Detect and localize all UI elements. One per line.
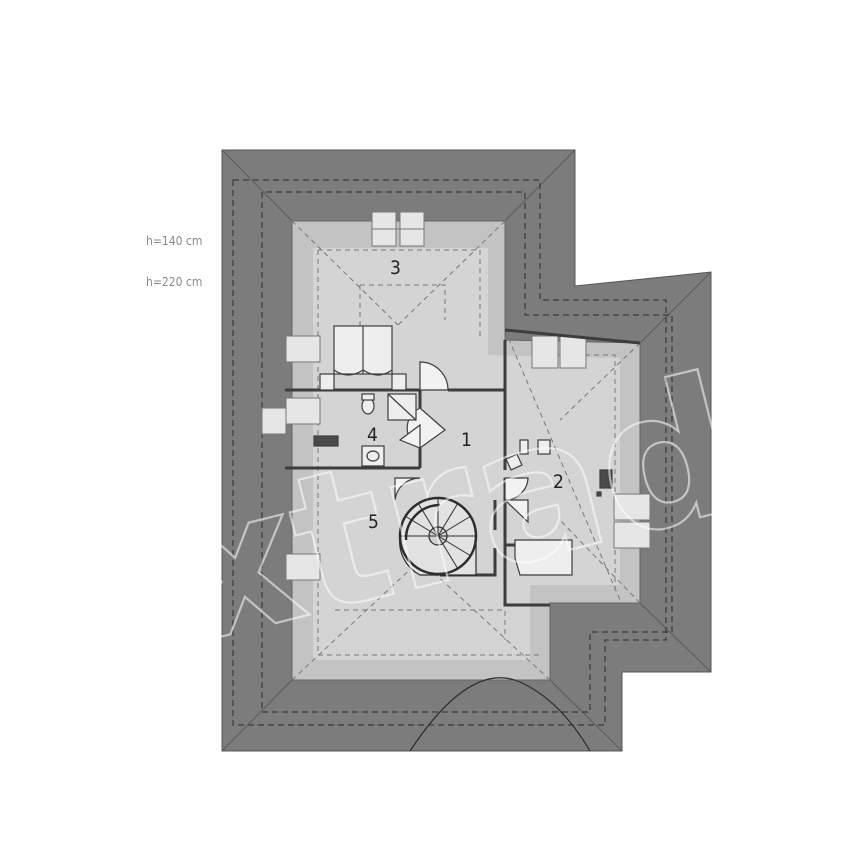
room-number-5: 5	[368, 511, 379, 533]
room-number-1: 1	[461, 429, 472, 451]
double-bed	[319, 325, 407, 391]
height-label-220: h=220 cm	[146, 275, 202, 289]
room-number-2: 2	[553, 471, 564, 493]
doors	[394, 361, 529, 524]
roof-windows	[261, 211, 651, 581]
terrain-curve	[409, 677, 591, 752]
spiral-staircase	[398, 496, 478, 576]
room2-furniture	[505, 439, 613, 576]
height-label-140: h=140 cm	[146, 234, 202, 248]
bathroom-fixtures	[313, 393, 417, 467]
room-number-3: 3	[390, 257, 401, 279]
room-number-4: 4	[367, 424, 378, 446]
